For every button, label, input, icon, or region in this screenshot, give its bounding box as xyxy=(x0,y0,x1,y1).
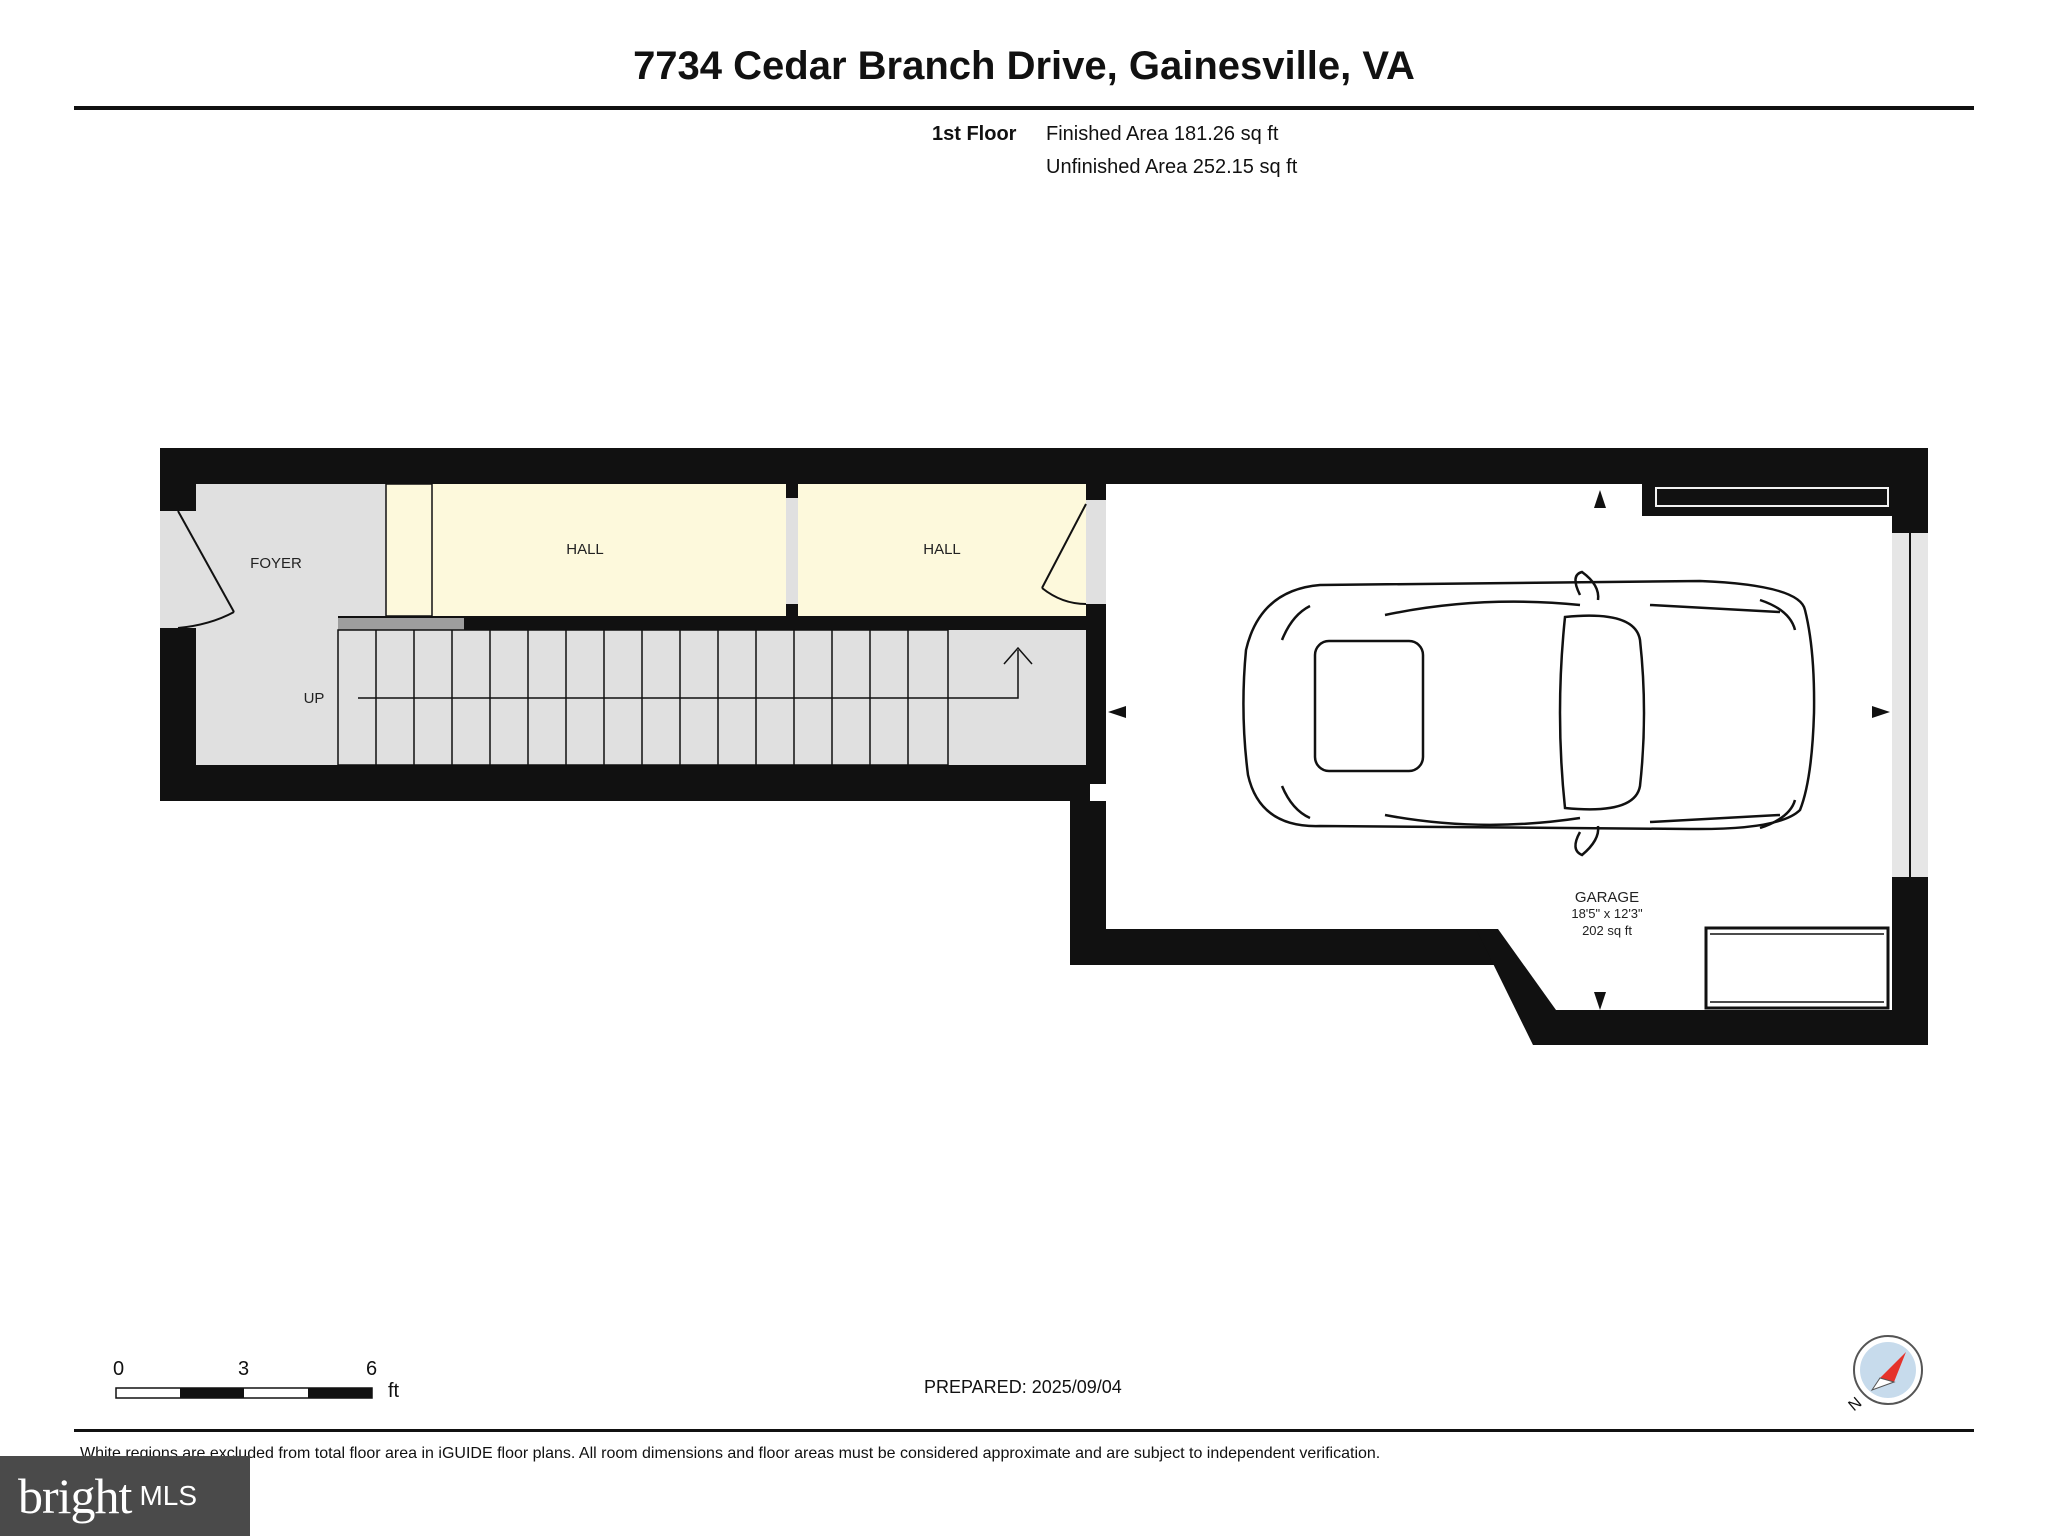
watermark-brand: bright xyxy=(18,1468,132,1524)
garage-area: 202 sq ft xyxy=(1582,923,1632,938)
hall-door-opening xyxy=(1086,500,1106,604)
unfinished-area: Unfinished Area 252.15 sq ft xyxy=(1046,156,1298,178)
stairs-label: UP xyxy=(304,690,325,707)
footer-rule xyxy=(74,1429,1974,1432)
door-swings xyxy=(177,503,1087,629)
hall-floor-1 xyxy=(386,484,786,616)
walls xyxy=(160,448,1928,1045)
dimension-arrows xyxy=(1108,490,1890,1010)
hall-floor-2 xyxy=(798,484,1086,616)
garage-door-track xyxy=(1655,487,1889,507)
garage-dimensions: 18'5" x 12'3" xyxy=(1571,906,1643,921)
prepared-date: PREPARED: 2025/09/04 xyxy=(924,1377,1122,1397)
stairs xyxy=(337,629,1033,766)
brightmls-watermark: bright MLS xyxy=(0,1456,250,1536)
scale-bar xyxy=(115,1387,373,1399)
watermark-suffix: MLS xyxy=(139,1480,198,1511)
finished-area: Finished Area 181.26 sq ft xyxy=(1046,123,1279,145)
garage-shelf xyxy=(1704,926,1890,1010)
scale-tick-6: 6 xyxy=(366,1358,378,1380)
front-door-opening xyxy=(160,511,196,628)
foyer-label: FOYER xyxy=(250,555,302,572)
hall-label-2: HALL xyxy=(923,541,961,558)
plan-title: 7734 Cedar Branch Drive, Gainesville, VA xyxy=(633,44,1415,88)
car-icon xyxy=(1242,570,1816,857)
hall-label-1: HALL xyxy=(566,541,604,558)
floor-label: 1st Floor xyxy=(932,123,1017,145)
hall-closet xyxy=(385,483,433,617)
hall-opening xyxy=(786,498,798,604)
disclaimer: White regions are excluded from total fl… xyxy=(80,1445,1381,1462)
scale-unit: ft xyxy=(388,1380,400,1402)
compass-icon xyxy=(1853,1335,1923,1405)
header-rule xyxy=(74,106,1974,110)
scale-tick-3: 3 xyxy=(238,1358,250,1380)
garage-label: GARAGE xyxy=(1575,889,1639,906)
scale-tick-0: 0 xyxy=(113,1358,125,1380)
